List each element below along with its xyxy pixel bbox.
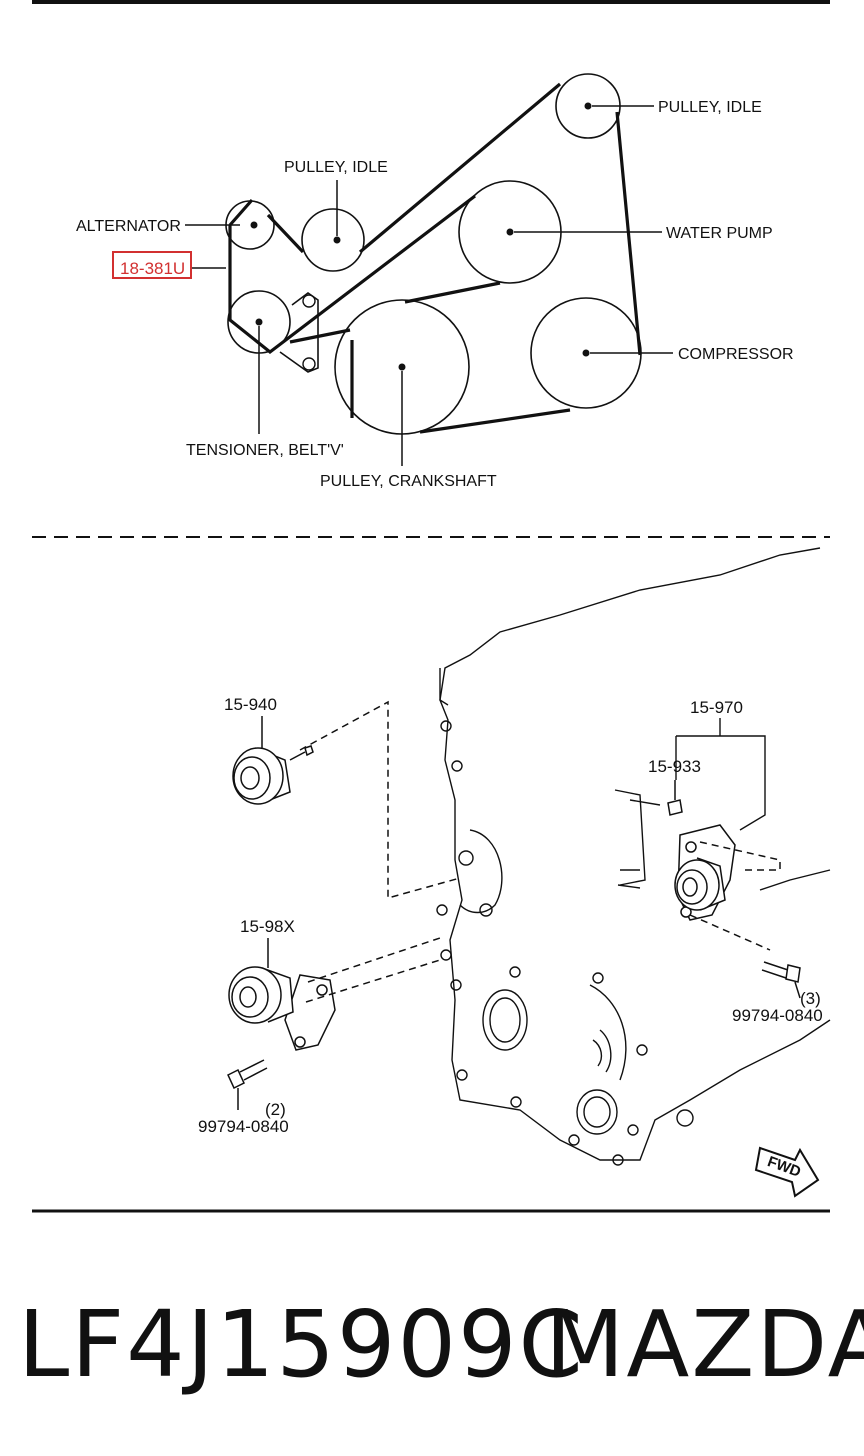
label-bolt-right-qty: (3) [800, 989, 821, 1008]
bracket-bolt-bottom [302, 357, 316, 371]
pulley-idle-mid [301, 208, 365, 272]
belt-v [228, 82, 642, 434]
label-pulley-idle-mid: PULLEY, IDLE [284, 159, 388, 176]
engine-front-cover [436, 547, 831, 1166]
label-bolt-left-qty: (2) [265, 1100, 286, 1119]
reference-highlight-box [112, 251, 192, 279]
label-bolt-left-number: 99794-0840 [198, 1117, 289, 1136]
label-tensioner: TENSIONER, BELT'V' [186, 442, 344, 459]
bolt-right [761, 961, 801, 999]
bolt-left [227, 1059, 268, 1110]
label-crankshaft: PULLEY, CRANKSHAFT [320, 473, 497, 490]
bracket-bolt-top [302, 294, 316, 308]
brand-name: MAZDA [545, 1291, 864, 1398]
label-15-940: 15-940 [224, 695, 277, 714]
dashed-guide-15-970 [689, 841, 781, 951]
tensioner-assembly-15-98x [228, 938, 336, 1051]
footer: LF4J15909C MAZDA [0, 1290, 864, 1400]
dashed-guide-15-940 [299, 700, 461, 899]
leader-lines [185, 105, 673, 466]
tensioner-15-970 [667, 780, 736, 921]
bracket-leader-15-970 [675, 735, 766, 831]
label-15-933: 15-933 [648, 757, 701, 776]
part-number: LF4J15909C [18, 1291, 585, 1398]
idler-pulley-15-940 [232, 716, 314, 805]
label-water-pump: WATER PUMP [666, 225, 773, 242]
label-compressor: COMPRESSOR [678, 346, 794, 363]
label-reference-code: 18-381U [120, 259, 185, 278]
label-bolt-right-number: 99794-0840 [732, 1006, 823, 1025]
label-pulley-idle-top: PULLEY, IDLE [658, 99, 762, 116]
label-15-970: 15-970 [690, 698, 743, 717]
belt-diagram [185, 73, 673, 466]
tensioner-bracket [279, 292, 319, 373]
label-15-98x: 15-98X [240, 917, 295, 936]
label-alternator: ALTERNATOR [76, 218, 181, 235]
fwd-arrow-icon: FWD [754, 1146, 820, 1198]
